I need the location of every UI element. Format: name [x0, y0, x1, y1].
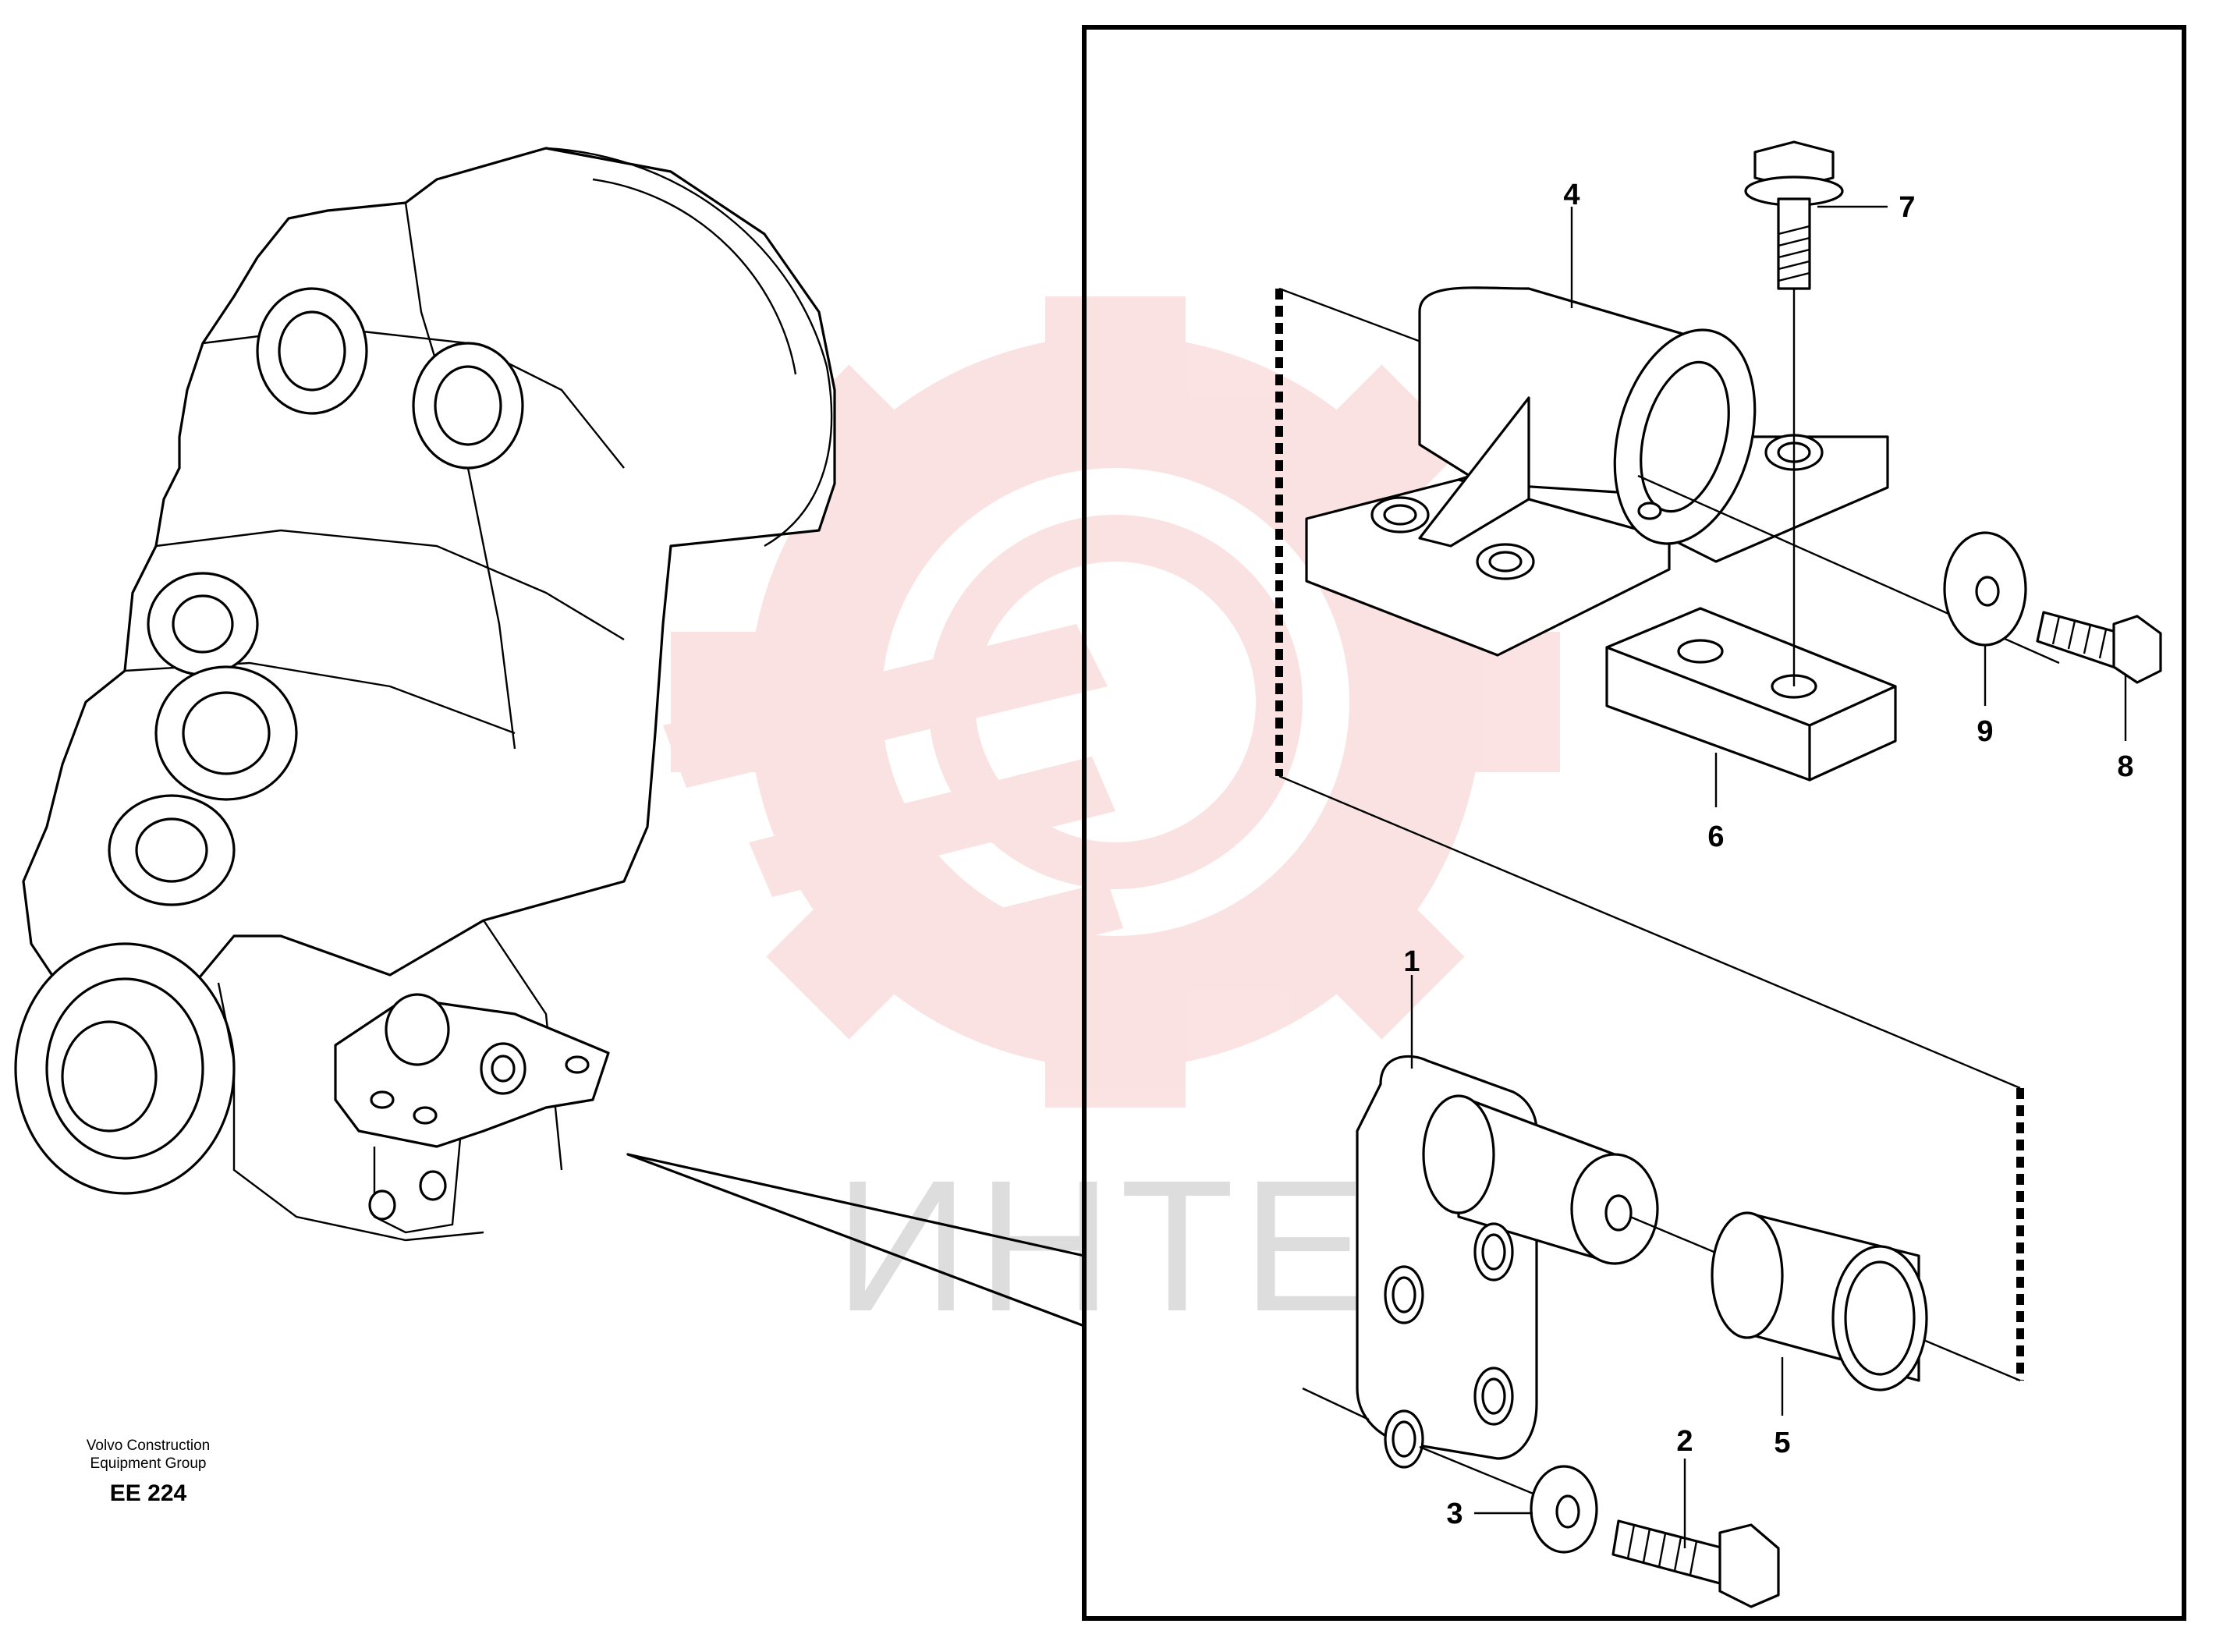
part-5-bushing	[1629, 1211, 2021, 1391]
part-1-flange-pin	[1302, 1055, 1659, 1503]
detail-frame	[1082, 25, 2186, 1621]
illustration-code: EE 224	[109, 1480, 187, 1506]
part-4-bracket	[1305, 286, 1889, 657]
transmission-housing-illustration	[14, 147, 836, 1242]
callout-8: 8	[2117, 750, 2133, 783]
callout-2: 2	[1676, 1425, 1693, 1458]
document-caption: Volvo Construction Equipment Group EE 22…	[47, 1437, 250, 1507]
manufacturer-name: Volvo Construction Equipment Group	[86, 1438, 211, 1472]
callout-1: 1	[1403, 945, 1420, 978]
callout-6: 6	[1707, 821, 1724, 853]
callout-leaders	[1410, 205, 2127, 1548]
part-3-washer	[1530, 1465, 1598, 1554]
part-9-washer	[1637, 474, 2060, 665]
part-8-bolt	[2036, 611, 2162, 684]
callout-4: 4	[1563, 179, 1580, 211]
callout-9: 9	[1977, 715, 1993, 748]
part-6-block	[1605, 607, 1897, 782]
callout-numbers: 4 7 9 8 6 1 5 2 3	[1403, 179, 2133, 1530]
callout-5: 5	[1774, 1427, 1790, 1459]
leader-to-detail	[626, 1153, 1086, 1328]
callout-7: 7	[1899, 191, 1915, 224]
watermark-gear-logo	[663, 296, 1560, 1108]
part-7-bolt	[1744, 140, 1844, 686]
callout-3: 3	[1446, 1498, 1462, 1530]
part-2-bolt	[1611, 1519, 1780, 1608]
